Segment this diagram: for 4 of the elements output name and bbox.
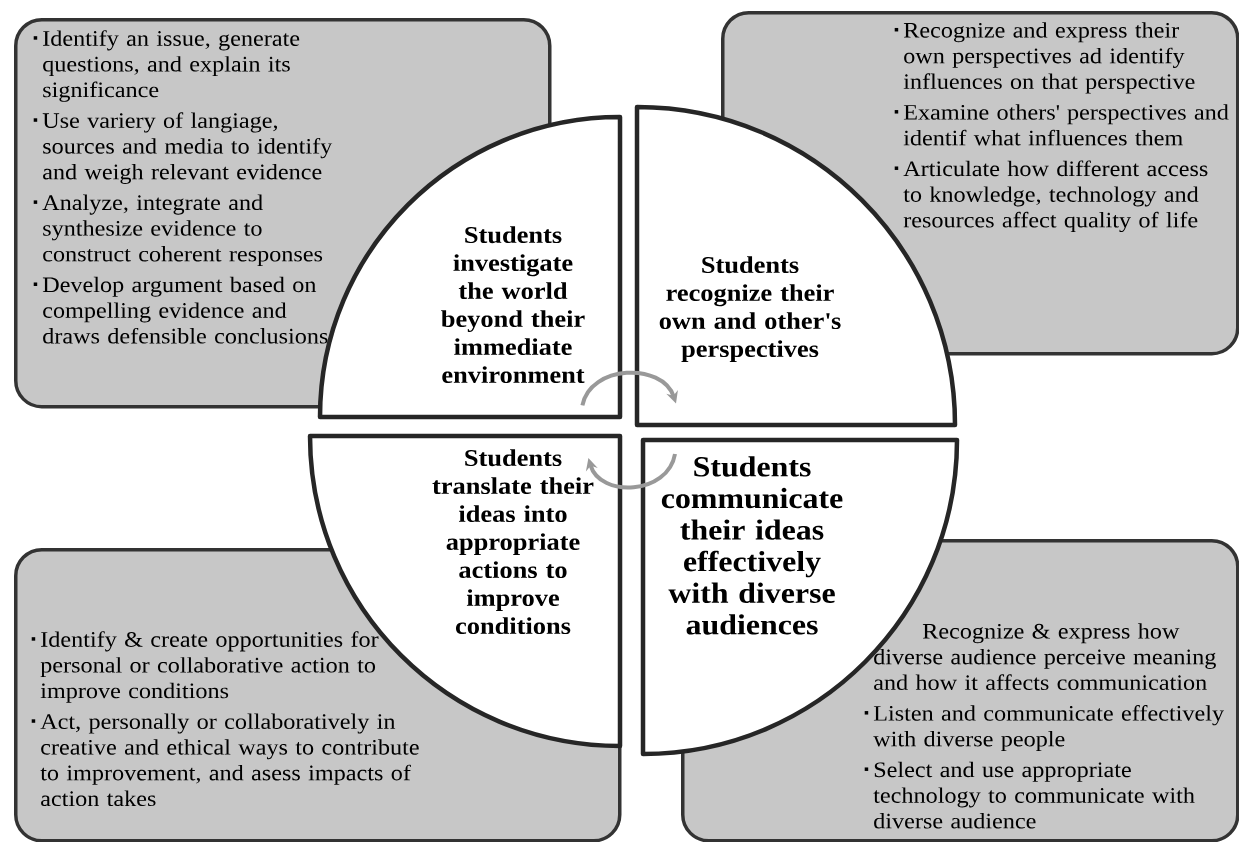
bullet-item: Identify an issue, generate questions, and explain its significance [33, 30, 300, 102]
bullet-item: Select and use appropriate technology to communicate with diverse audience [864, 761, 1195, 829]
bullet-item: Recognize and express their own perspectives ad identify influences on that perspective [894, 22, 1195, 94]
curved-arrow [580, 370, 678, 407]
